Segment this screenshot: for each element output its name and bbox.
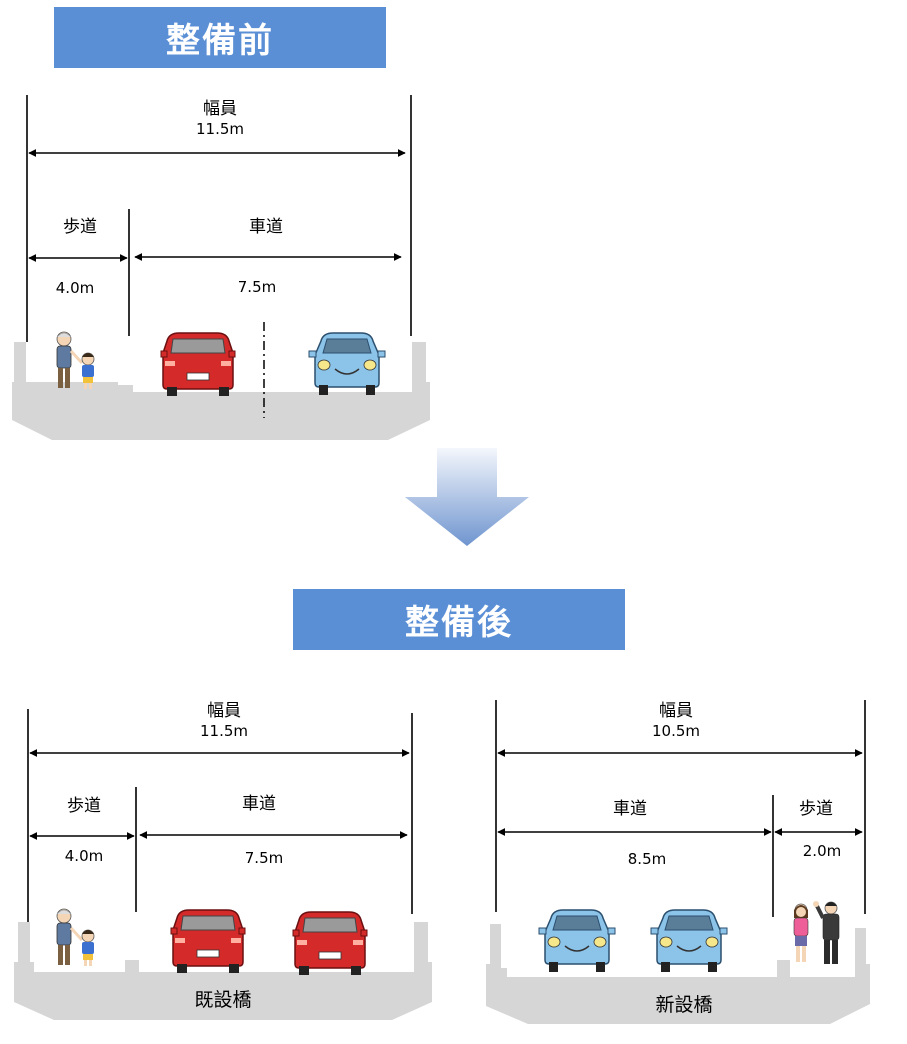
new-roadway-value: 8.5m: [627, 850, 667, 868]
existing-bridge-name: 既設橋: [194, 989, 252, 1011]
before-roadway-value: 7.5m: [237, 278, 277, 296]
existing-pedestrians-icon: [55, 907, 96, 968]
before-sidewalk-value: 4.0m: [55, 279, 95, 297]
new-width-value: 10.5m: [651, 722, 700, 740]
before-red-car-icon: [160, 332, 236, 397]
after-title: 整備後: [405, 603, 513, 643]
existing-red-car-2-icon: [292, 911, 368, 976]
existing-roadway-value: 7.5m: [244, 849, 284, 867]
before-title-banner: 整備前: [54, 7, 386, 68]
new-width-label: 幅員: [659, 701, 693, 721]
before-pedestrians-icon: [55, 330, 96, 391]
before-width-label: 幅員: [203, 99, 237, 119]
new-sidewalk-label: 歩道: [799, 799, 833, 819]
after-title-banner: 整備後: [293, 589, 625, 650]
existing-width-value: 11.5m: [199, 722, 248, 740]
existing-sidewalk-value: 4.0m: [64, 847, 104, 865]
before-section: [12, 95, 430, 440]
before-blue-car-icon: [308, 332, 386, 396]
existing-bridge-deck: [14, 922, 432, 1020]
new-blue-car-1-icon: [538, 909, 616, 973]
down-arrow-icon: [405, 448, 529, 546]
after-existing-section: [14, 709, 432, 1020]
after-new-section: [486, 700, 870, 1024]
existing-sidewalk-label: 歩道: [67, 796, 101, 816]
before-sidewalk-label: 歩道: [63, 217, 97, 237]
before-title: 整備前: [166, 21, 274, 61]
before-roadway-label: 車道: [249, 217, 283, 237]
new-blue-car-2-icon: [650, 909, 728, 973]
existing-roadway-label: 車道: [242, 794, 276, 814]
new-roadway-label: 車道: [613, 799, 647, 819]
new-sidewalk-value: 2.0m: [802, 842, 842, 860]
existing-width-label: 幅員: [207, 701, 241, 721]
before-width-value: 11.5m: [195, 120, 244, 138]
new-bridge-deck: [486, 924, 870, 1024]
existing-red-car-1-icon: [170, 909, 246, 974]
before-bridge-deck: [12, 342, 430, 440]
new-bridge-name: 新設橋: [655, 994, 713, 1016]
new-joggers-icon: [792, 899, 841, 966]
